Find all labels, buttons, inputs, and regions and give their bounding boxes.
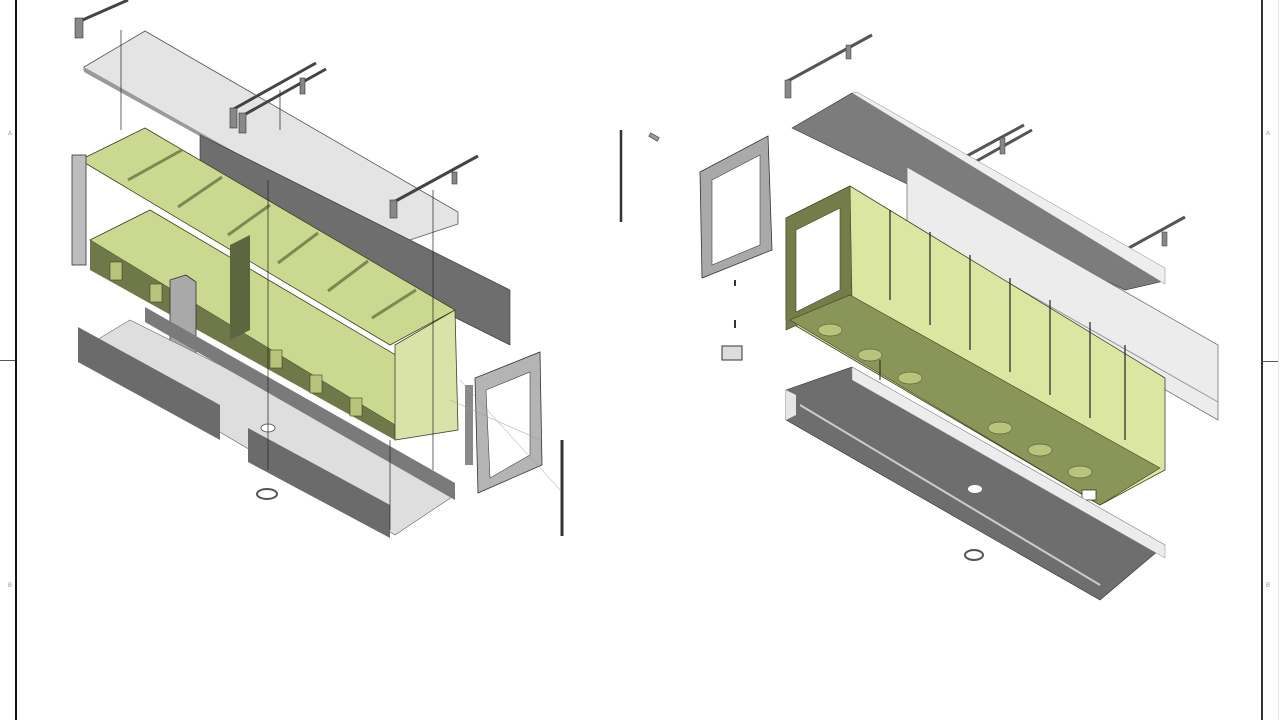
center-mark-left xyxy=(0,360,15,362)
roof-rail-brackets xyxy=(77,0,479,205)
sheet-border-left xyxy=(15,0,17,720)
door-frame-left-view xyxy=(465,351,543,494)
sheet-edge xyxy=(1278,0,1279,720)
sheet-border-right xyxy=(1261,0,1263,720)
frame-ribs xyxy=(127,148,417,320)
corner-post xyxy=(71,154,87,266)
base-pan-right xyxy=(785,366,1166,601)
zone-label-left-b: B xyxy=(8,583,13,589)
frame-right-view xyxy=(785,185,1166,506)
zone-label-right-b: B xyxy=(1266,583,1271,589)
zone-label-right-a: A xyxy=(1266,131,1271,137)
door-frame-right-view xyxy=(699,135,773,279)
connector-block xyxy=(721,345,743,361)
zone-label-left-a: A xyxy=(8,131,13,137)
center-mark-right xyxy=(1262,361,1278,363)
rear-skin-panel xyxy=(906,166,1219,421)
latch-block xyxy=(648,132,660,142)
grommet-ring xyxy=(256,488,278,500)
grommet-ring-right xyxy=(964,549,984,561)
